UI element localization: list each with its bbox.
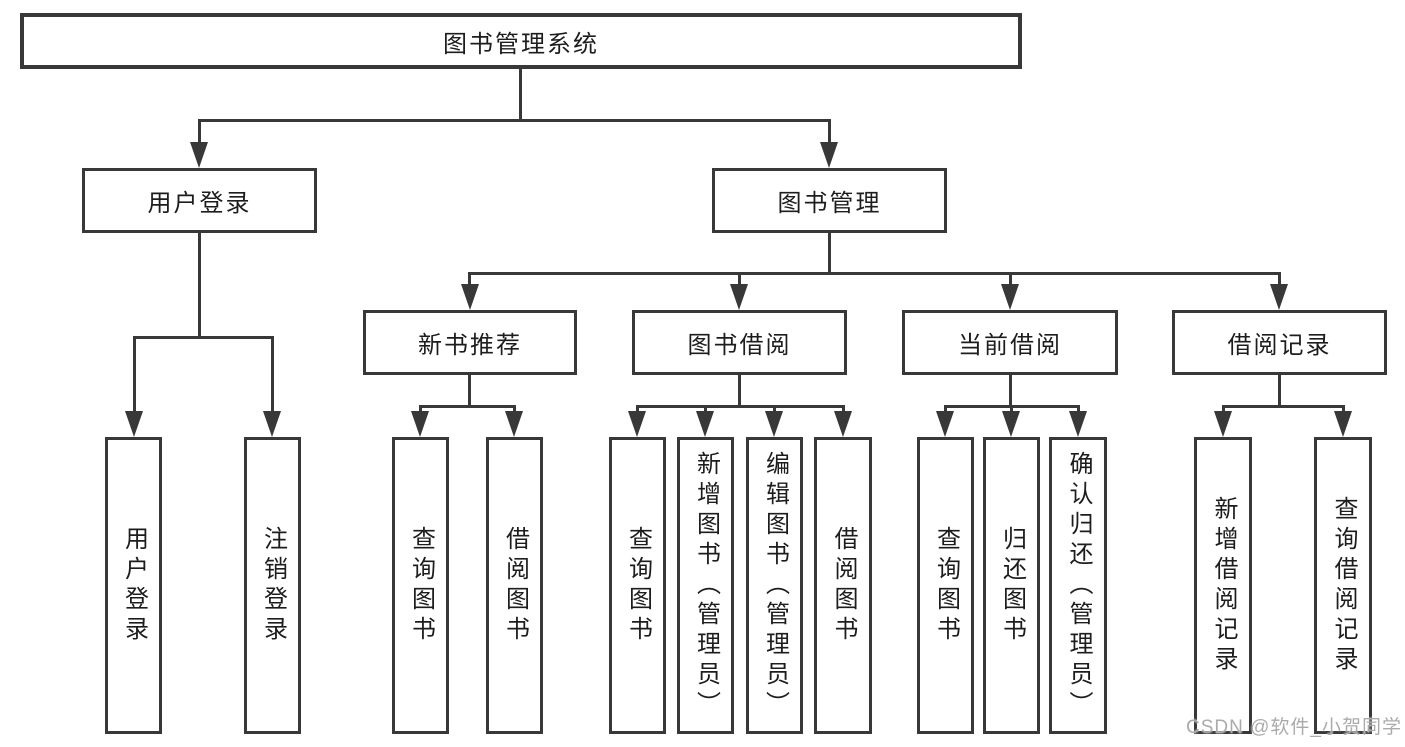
- node-current-borrowing: 当前借阅: [902, 310, 1118, 375]
- leaf-return-books: 归还图书: [983, 437, 1040, 734]
- node-borrowing-records: 借阅记录: [1172, 310, 1387, 375]
- arrowhead-down-icon: [834, 411, 852, 437]
- arrowhead-down-icon: [1270, 284, 1288, 310]
- connector-line: [828, 233, 831, 272]
- connector-line: [468, 375, 471, 405]
- connector-line: [704, 405, 707, 413]
- connector-line: [519, 69, 522, 119]
- leaf-confirm-return-admin: 确认归还（管理员）: [1049, 437, 1107, 734]
- leaf-borrow-books-recommend: 借阅图书: [486, 437, 543, 734]
- arrowhead-down-icon: [820, 142, 838, 168]
- node-book-borrowing: 图书借阅: [632, 310, 847, 375]
- arrowhead-down-icon: [190, 142, 208, 168]
- connector-line: [842, 405, 845, 413]
- arrowhead-down-icon: [125, 411, 143, 437]
- connector-line: [271, 336, 274, 413]
- arrowhead-down-icon: [461, 284, 479, 310]
- leaf-query-books-recommend: 查询图书: [392, 437, 449, 734]
- connector-line: [636, 405, 639, 413]
- arrowhead-down-icon: [263, 411, 281, 437]
- connector-line: [738, 272, 741, 286]
- connector-line: [468, 272, 1280, 275]
- csdn-watermark: CSDN @软件_小贺同学: [1186, 717, 1402, 738]
- connector-line: [1278, 375, 1281, 405]
- connector-line: [198, 119, 831, 122]
- connector-line: [1222, 405, 1225, 413]
- leaf-query-borrow-record: 查询借阅记录: [1314, 437, 1372, 734]
- leaf-query-books-current: 查询图书: [917, 437, 974, 734]
- arrowhead-down-icon: [1214, 411, 1232, 437]
- connector-line: [1278, 272, 1281, 286]
- node-book-management: 图书管理: [712, 168, 947, 233]
- connector-line: [419, 405, 422, 413]
- leaf-logout: 注销登录: [244, 437, 301, 734]
- arrowhead-down-icon: [1002, 411, 1020, 437]
- node-user-login: 用户登录: [82, 168, 317, 233]
- arrowhead-down-icon: [765, 411, 783, 437]
- arrowhead-down-icon: [628, 411, 646, 437]
- connector-line: [133, 336, 274, 339]
- leaf-user-login: 用户登录: [105, 437, 162, 734]
- connector-line: [1077, 405, 1080, 413]
- connector-line: [636, 405, 844, 408]
- leaf-add-book-admin: 新增图书（管理员）: [677, 437, 734, 734]
- connector-line: [198, 119, 201, 144]
- connector-line: [738, 375, 741, 405]
- connector-line: [513, 405, 516, 413]
- arrowhead-down-icon: [696, 411, 714, 437]
- arrowhead-down-icon: [1334, 411, 1352, 437]
- connector-line: [1009, 375, 1012, 405]
- arrowhead-down-icon: [1001, 284, 1019, 310]
- leaf-edit-book-admin: 编辑图书（管理员）: [746, 437, 803, 734]
- arrowhead-down-icon: [411, 411, 429, 437]
- connector-line: [1222, 405, 1343, 408]
- connector-line: [198, 233, 201, 336]
- leaf-borrow-books-borrowing: 借阅图书: [814, 437, 872, 734]
- arrowhead-down-icon: [505, 411, 523, 437]
- connector-line: [1010, 405, 1013, 413]
- leaf-add-borrow-record: 新增借阅记录: [1194, 437, 1252, 734]
- arrowhead-down-icon: [730, 284, 748, 310]
- connector-line: [419, 405, 515, 408]
- node-library-management-system: 图书管理系统: [20, 13, 1022, 69]
- connector-line: [468, 272, 471, 286]
- arrowhead-down-icon: [1069, 411, 1087, 437]
- connector-line: [828, 119, 831, 144]
- node-new-book-recommendation: 新书推荐: [363, 310, 577, 375]
- connector-line: [944, 405, 947, 413]
- arrowhead-down-icon: [936, 411, 954, 437]
- connector-line: [1342, 405, 1345, 413]
- connector-line: [133, 336, 136, 413]
- connector-line: [1009, 272, 1012, 286]
- connector-line: [773, 405, 776, 413]
- leaf-query-books-borrowing: 查询图书: [609, 437, 666, 734]
